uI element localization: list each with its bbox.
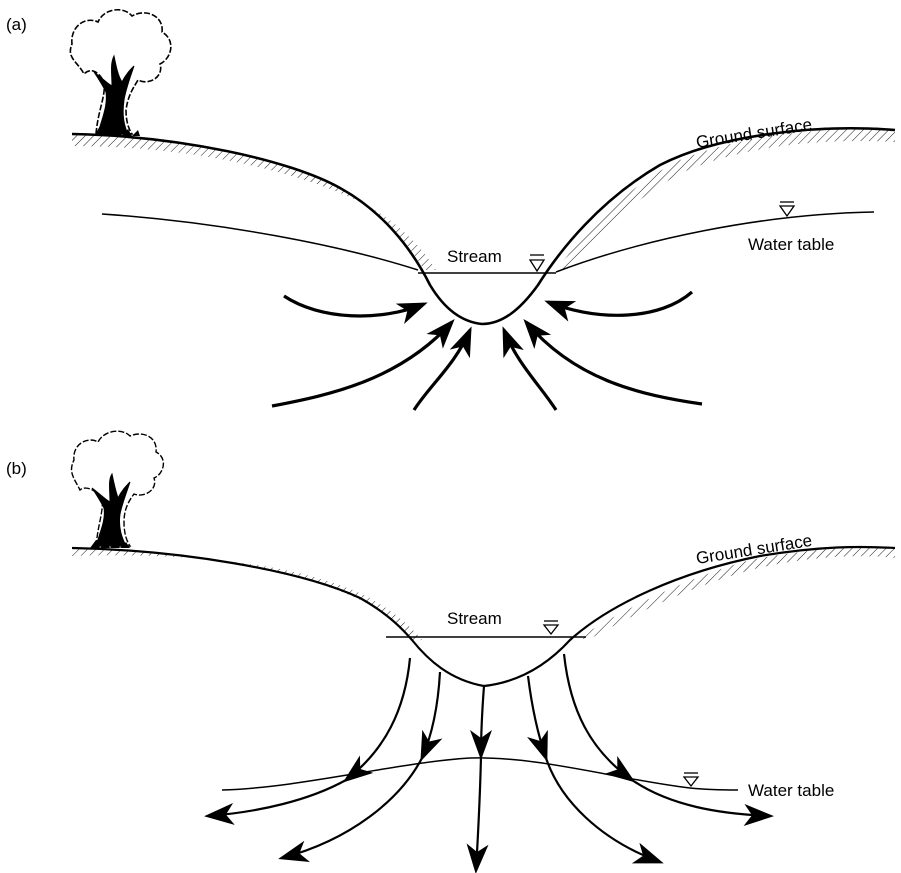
ground-hatch-right	[556, 129, 895, 270]
flow-arrow	[523, 318, 703, 406]
water-level-icon	[528, 254, 546, 273]
water-level-icon	[542, 620, 560, 636]
tree-icon	[69, 9, 172, 136]
water-table-line-b	[221, 757, 739, 791]
flow-arrow	[526, 675, 548, 762]
flow-arrows-into-stream	[271, 290, 703, 411]
flow-arrow	[278, 757, 423, 862]
stream-label: Stream	[447, 609, 502, 628]
ground-hatch-left-b	[72, 547, 422, 640]
flow-arrow	[271, 319, 455, 408]
ground-surface-line-b	[71, 545, 896, 688]
flow-arrow	[342, 657, 412, 783]
flow-arrow	[562, 653, 636, 783]
panel-b: (b) Ground surface Water table Stream	[6, 430, 896, 873]
ground-hatch-left	[72, 134, 436, 270]
tree-icon	[70, 430, 164, 548]
ground-surface-line-a	[71, 127, 896, 326]
water-level-icon	[682, 772, 700, 788]
flow-arrow	[283, 294, 428, 325]
water-table-label: Water table	[748, 235, 834, 254]
flow-arrow	[470, 685, 493, 760]
panel-b-label: (b)	[6, 459, 27, 478]
flow-arrow	[502, 326, 558, 411]
flow-arrow	[544, 290, 694, 322]
flow-arrow	[412, 326, 472, 411]
flow-arrow	[544, 757, 664, 864]
water-level-icon	[778, 201, 796, 218]
flow-arrows-out-of-stream	[204, 653, 774, 873]
flow-arrow	[466, 755, 489, 873]
panel-a: (a) Ground surface Water table	[6, 9, 896, 411]
stream-label: Stream	[447, 247, 502, 266]
flow-arrow	[204, 779, 347, 825]
water-table-line-a-right	[555, 211, 875, 273]
ground-hatch-right-b	[578, 547, 895, 640]
flow-arrow	[420, 671, 443, 762]
panel-a-label: (a)	[6, 15, 27, 34]
water-table-label: Water table	[748, 781, 834, 800]
flow-arrow	[631, 779, 774, 826]
water-table-line-a	[101, 213, 419, 271]
